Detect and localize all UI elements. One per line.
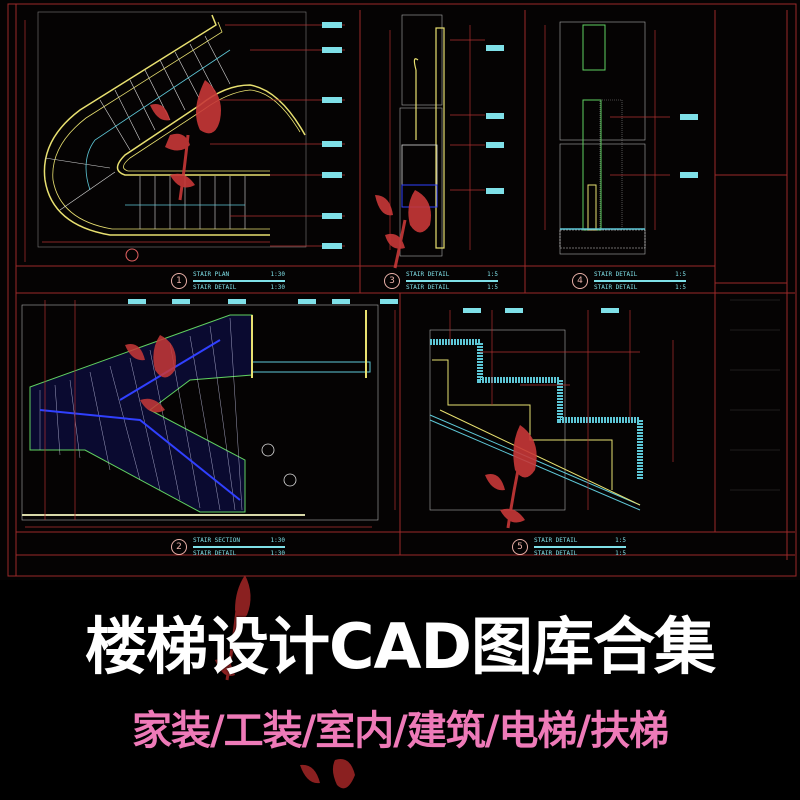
drawing-title-4: 4 STAIR DETAIL 1:5 STAIR DETAIL 1:5 <box>572 270 686 292</box>
drawing-title-text: STAIR DETAIL <box>594 271 638 278</box>
drawing-caption: STAIR DETAIL <box>193 549 237 557</box>
drawing-scale-secondary: 1:5 <box>675 283 686 291</box>
drawing-title-2: 2 STAIR SECTION 1:30 STAIR DETAIL 1:30 <box>171 536 285 558</box>
drawing-scale: 1:30 <box>270 537 285 544</box>
drawing-caption: STAIR DETAIL <box>193 283 237 291</box>
flower-decoration-6 <box>300 759 355 789</box>
drawing-scale-secondary: 1:5 <box>487 283 498 291</box>
drawing-title-1: 1 STAIR PLAN 1:30 STAIR DETAIL 1:30 <box>171 270 285 292</box>
flower-decoration-1 <box>150 80 221 201</box>
drawing-scale-secondary: 1:30 <box>270 283 285 291</box>
drawing-scale-secondary: 1:5 <box>615 549 626 557</box>
cad-linework <box>7 3 797 577</box>
drawing-title-text: STAIR PLAN <box>193 271 230 278</box>
cad-drawing-sheet: 1 STAIR PLAN 1:30 STAIR DETAIL 1:30 3 STAI… <box>7 3 797 577</box>
drawing-title-text: STAIR DETAIL <box>534 537 578 544</box>
drawing-title-text: STAIR SECTION <box>193 537 240 544</box>
drawing-number-badge: 5 <box>512 538 528 555</box>
drawing-caption: STAIR DETAIL <box>406 283 450 291</box>
drawing-scale: 1:30 <box>270 271 285 278</box>
drawing-scale: 1:5 <box>487 271 498 278</box>
flower-decoration-2 <box>375 190 431 269</box>
drawing-number-badge: 2 <box>171 538 187 555</box>
promo-headline: 楼梯设计CAD图库合集 <box>85 610 716 683</box>
drawing-number-badge: 3 <box>384 272 400 289</box>
promo-subline: 家装/工装/室内/建筑/电梯/扶梯 <box>131 708 669 754</box>
flower-decoration-4 <box>485 425 537 529</box>
drawing-title-3: 3 STAIR DETAIL 1:5 STAIR DETAIL 1:5 <box>384 270 498 292</box>
drawing-number-badge: 4 <box>572 272 588 289</box>
drawing-scale: 1:5 <box>675 271 686 278</box>
flower-decoration-3 <box>125 335 176 413</box>
drawing-scale-secondary: 1:30 <box>270 549 285 557</box>
flower-decoration-5 <box>215 575 251 681</box>
drawing-number-badge: 1 <box>171 272 187 289</box>
drawing-title-text: STAIR DETAIL <box>406 271 450 278</box>
drawing-caption: STAIR DETAIL <box>594 283 638 291</box>
drawing-scale: 1:5 <box>615 537 626 544</box>
drawing-caption: STAIR DETAIL <box>534 549 578 557</box>
drawing-title-5: 5 STAIR DETAIL 1:5 STAIR DETAIL 1:5 <box>512 536 626 558</box>
